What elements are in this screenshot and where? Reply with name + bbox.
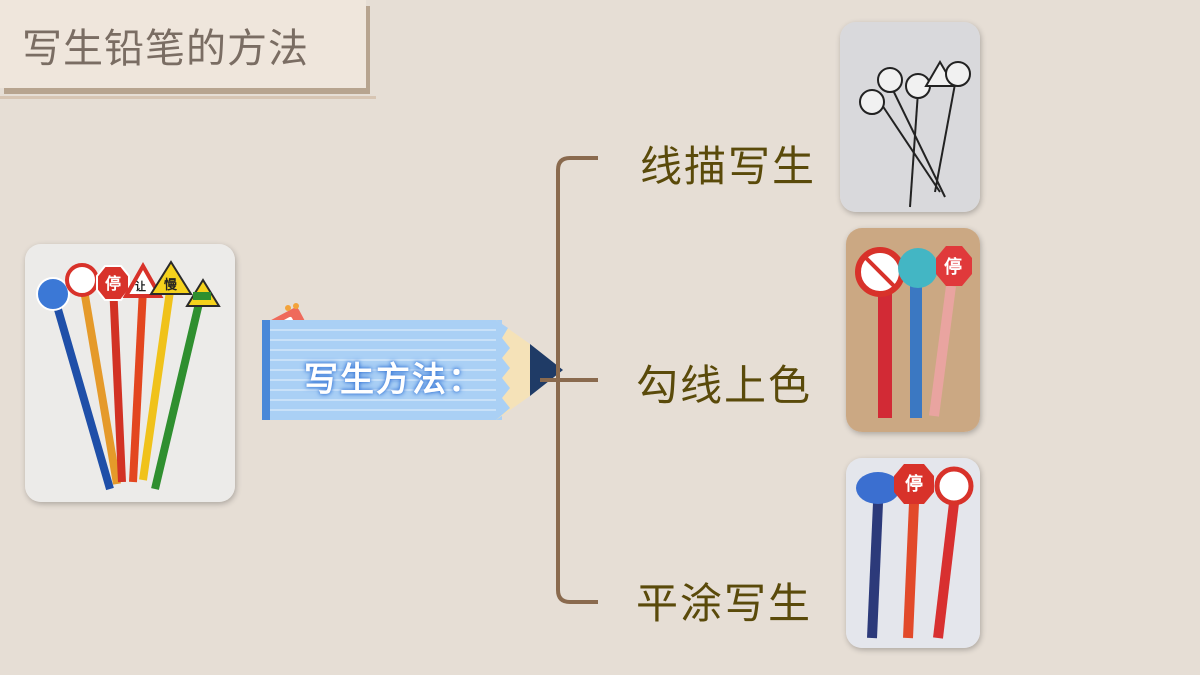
yield-sign-text: 让 [135, 280, 146, 293]
center-label: 写生方法： [304, 360, 484, 400]
branch-label-flat-paint: 平涂写生 [636, 579, 813, 628]
title-banner: 写生铅笔的方法 [0, 0, 366, 88]
stop-sign-text-3: 停 [905, 474, 923, 495]
branch-bracket [540, 150, 610, 614]
title-divider [0, 96, 376, 99]
branch-label-outline-color: 勾线上色 [636, 361, 813, 410]
outline-color-photo: 停 [846, 228, 980, 432]
line-sketch-photo [840, 22, 980, 212]
slide-title: 写生铅笔的方法 [22, 26, 309, 72]
stop-sign-text-2: 停 [944, 257, 962, 278]
pencils-photo: 停 让 慢 [25, 244, 235, 502]
center-pencil-shape [258, 302, 568, 436]
flat-paint-photo: 停 [846, 458, 980, 648]
stop-sign-text: 停 [105, 274, 122, 293]
branch-label-line-sketch: 线描写生 [640, 142, 817, 191]
slow-sign-text: 慢 [164, 278, 178, 293]
